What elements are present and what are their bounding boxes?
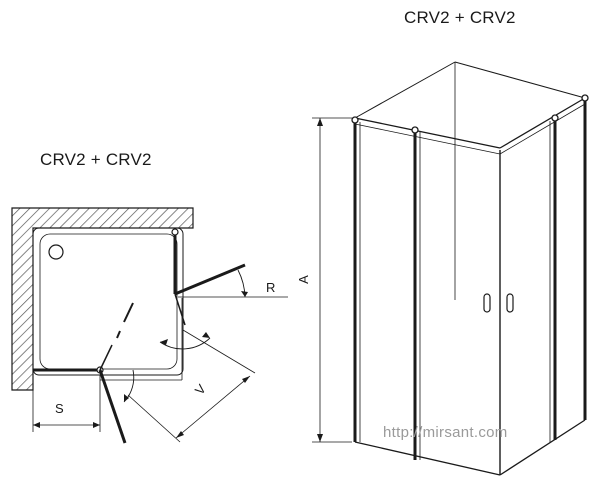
drain-icon [48,244,64,260]
plan-view-title: CRV2 + CRV2 [40,150,152,169]
watermark-url: http://mirsant.com [383,424,508,441]
wall-hatch [11,207,194,391]
perspective-view [312,61,589,476]
height-label: A [295,275,311,284]
radius-label: R [266,280,276,295]
plan-view [11,207,288,444]
door-right-open [174,263,246,296]
door-front-open [98,369,127,444]
door-handle-left [483,293,491,313]
perspective-view-title: CRV2 + CRV2 [404,8,516,27]
door-front-swing [99,344,113,371]
door-right-swing [174,293,186,326]
shower-tray [32,227,184,376]
door-handle-right [506,293,514,313]
side-offset-label: S [55,401,64,416]
